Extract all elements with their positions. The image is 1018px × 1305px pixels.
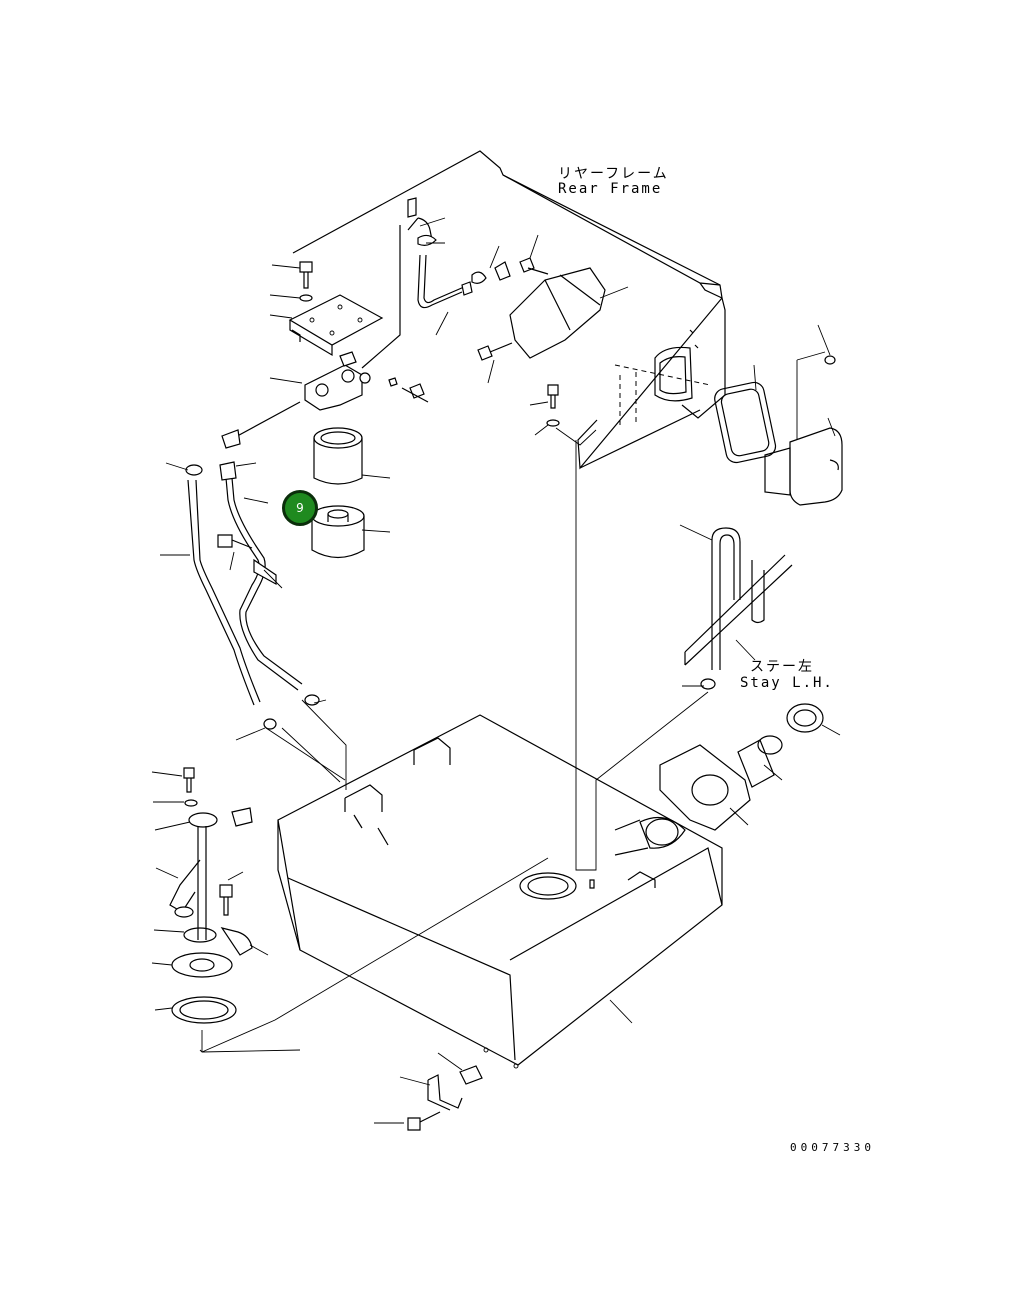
rear-frame-label-en: Rear Frame — [558, 181, 663, 197]
rear-frame — [292, 150, 726, 470]
fasteners — [183, 257, 836, 1131]
fuel-hoses — [185, 217, 511, 730]
leader-lines — [151, 217, 841, 1124]
strainer-and-cap — [659, 703, 824, 831]
part-callout-marker[interactable]: 9 — [282, 490, 318, 526]
fuel-tank — [277, 714, 723, 1066]
stay-label-jp: ステー左 — [750, 659, 814, 675]
side-cover — [714, 351, 843, 506]
stay-label-en: Stay L.H. — [740, 675, 834, 691]
fuel-filter — [311, 427, 365, 559]
frame-bracket-cover — [509, 267, 606, 359]
mounting-plate — [288, 294, 384, 357]
tank-bracket — [427, 1047, 519, 1111]
rear-frame-label-jp: リヤーフレーム — [558, 166, 669, 182]
stay-lh — [684, 527, 793, 670]
level-gauge — [169, 807, 253, 1024]
filter-head — [304, 351, 371, 411]
drawing-code: 00077330 — [790, 1141, 875, 1154]
